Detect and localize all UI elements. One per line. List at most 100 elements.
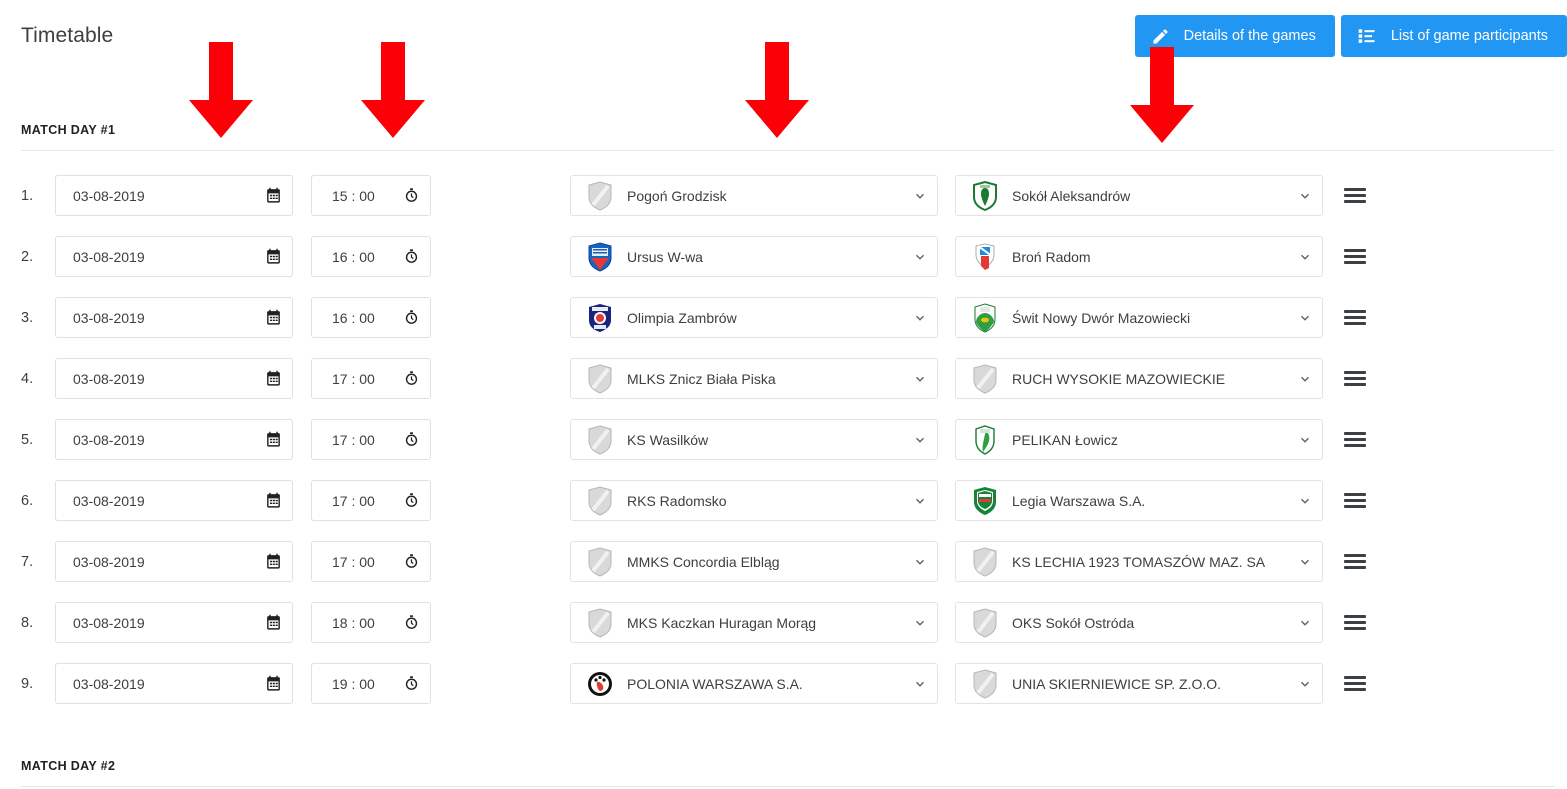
- calendar-icon[interactable]: [254, 431, 292, 448]
- time-value: 17 : 00: [332, 370, 375, 387]
- clock-icon[interactable]: [392, 309, 430, 326]
- clock-icon[interactable]: [392, 553, 430, 570]
- date-field[interactable]: 03-08-2019: [55, 663, 293, 704]
- away-team-select[interactable]: Sokół Aleksandrów: [955, 175, 1323, 216]
- time-value: 17 : 00: [332, 553, 375, 570]
- clock-icon[interactable]: [392, 431, 430, 448]
- list-of-game-participants-button[interactable]: List of game participants: [1340, 15, 1567, 57]
- clock-icon[interactable]: [392, 187, 430, 204]
- page-header: Timetable Details of the games: [0, 0, 1567, 72]
- team-crest-icon: [966, 363, 1004, 395]
- date-field[interactable]: 03-08-2019: [55, 480, 293, 521]
- home-team-select[interactable]: RKS Radomsko: [570, 480, 938, 521]
- date-field[interactable]: 03-08-2019: [55, 236, 293, 277]
- chevron-down-icon[interactable]: [903, 372, 937, 386]
- row-index: 5.: [21, 431, 34, 448]
- chevron-down-icon[interactable]: [1288, 372, 1322, 386]
- home-team-name: MKS Kaczkan Huragan Morąg: [627, 614, 817, 631]
- home-team-select[interactable]: MKS Kaczkan Huragan Morąg: [570, 602, 938, 643]
- time-field[interactable]: 17 : 00: [311, 480, 431, 521]
- away-team-select[interactable]: Broń Radom: [955, 236, 1323, 277]
- time-field[interactable]: 16 : 00: [311, 236, 431, 277]
- calendar-icon[interactable]: [254, 492, 292, 509]
- home-team-select[interactable]: POLONIA WARSZAWA S.A.: [570, 663, 938, 704]
- drag-handle-icon[interactable]: [1344, 676, 1366, 691]
- drag-handle-icon[interactable]: [1344, 554, 1366, 569]
- home-team-select[interactable]: Pogoń Grodzisk: [570, 175, 938, 216]
- away-team-select[interactable]: PELIKAN Łowicz: [955, 419, 1323, 460]
- chevron-down-icon[interactable]: [1288, 189, 1322, 203]
- chevron-down-icon[interactable]: [903, 555, 937, 569]
- time-field[interactable]: 17 : 00: [311, 358, 431, 399]
- drag-handle-icon[interactable]: [1344, 371, 1366, 386]
- date-value: 03-08-2019: [73, 248, 145, 265]
- time-field[interactable]: 18 : 00: [311, 602, 431, 643]
- clock-icon[interactable]: [392, 614, 430, 631]
- date-field[interactable]: 03-08-2019: [55, 175, 293, 216]
- date-field[interactable]: 03-08-2019: [55, 419, 293, 460]
- away-team-select[interactable]: KS LECHIA 1923 TOMASZÓW MAZ. SA: [955, 541, 1323, 582]
- calendar-icon[interactable]: [254, 553, 292, 570]
- time-field[interactable]: 15 : 00: [311, 175, 431, 216]
- home-team-select[interactable]: KS Wasilków: [570, 419, 938, 460]
- date-field[interactable]: 03-08-2019: [55, 358, 293, 399]
- chevron-down-icon[interactable]: [903, 494, 937, 508]
- time-field[interactable]: 17 : 00: [311, 541, 431, 582]
- calendar-icon[interactable]: [254, 614, 292, 631]
- clock-icon[interactable]: [392, 248, 430, 265]
- drag-handle-icon[interactable]: [1344, 493, 1366, 508]
- time-value: 17 : 00: [332, 431, 375, 448]
- drag-handle-icon[interactable]: [1344, 310, 1366, 325]
- table-row: 1. 03-08-2019 15 : 00 Pogoń Grodzisk: [0, 165, 1567, 226]
- date-field[interactable]: 03-08-2019: [55, 297, 293, 338]
- time-field[interactable]: 19 : 00: [311, 663, 431, 704]
- clock-icon[interactable]: [392, 492, 430, 509]
- chevron-down-icon[interactable]: [903, 250, 937, 264]
- calendar-icon[interactable]: [254, 187, 292, 204]
- chevron-down-icon[interactable]: [1288, 433, 1322, 447]
- time-value: 18 : 00: [332, 614, 375, 631]
- calendar-icon[interactable]: [254, 309, 292, 326]
- chevron-down-icon[interactable]: [1288, 677, 1322, 691]
- date-value: 03-08-2019: [73, 187, 145, 204]
- drag-handle-icon[interactable]: [1344, 432, 1366, 447]
- clock-icon[interactable]: [392, 370, 430, 387]
- chevron-down-icon[interactable]: [1288, 311, 1322, 325]
- time-field[interactable]: 17 : 00: [311, 419, 431, 460]
- drag-handle-icon[interactable]: [1344, 188, 1366, 203]
- chevron-down-icon[interactable]: [903, 677, 937, 691]
- drag-handle-icon[interactable]: [1344, 249, 1366, 264]
- chevron-down-icon[interactable]: [903, 433, 937, 447]
- home-team-select[interactable]: Ursus W-wa: [570, 236, 938, 277]
- calendar-icon[interactable]: [254, 248, 292, 265]
- calendar-icon[interactable]: [254, 370, 292, 387]
- chevron-down-icon[interactable]: [1288, 555, 1322, 569]
- home-team-select[interactable]: Olimpia Zambrów: [570, 297, 938, 338]
- chevron-down-icon[interactable]: [903, 311, 937, 325]
- away-team-select[interactable]: RUCH WYSOKIE MAZOWIECKIE: [955, 358, 1323, 399]
- home-team-select[interactable]: MLKS Znicz Biała Piska: [570, 358, 938, 399]
- chevron-down-icon[interactable]: [903, 616, 937, 630]
- away-team-select[interactable]: Świt Nowy Dwór Mazowiecki: [955, 297, 1323, 338]
- away-team-select[interactable]: Legia Warszawa S.A.: [955, 480, 1323, 521]
- date-field[interactable]: 03-08-2019: [55, 541, 293, 582]
- date-field[interactable]: 03-08-2019: [55, 602, 293, 643]
- chevron-down-icon[interactable]: [1288, 616, 1322, 630]
- away-team-select[interactable]: UNIA SKIERNIEWICE SP. Z.O.O.: [955, 663, 1323, 704]
- chevron-down-icon[interactable]: [1288, 494, 1322, 508]
- home-team-select[interactable]: MMKS Concordia Elbląg: [570, 541, 938, 582]
- team-crest-icon: [966, 302, 1004, 334]
- chevron-down-icon[interactable]: [1288, 250, 1322, 264]
- date-value: 03-08-2019: [73, 431, 145, 448]
- team-crest-icon: [581, 668, 619, 700]
- chevron-down-icon[interactable]: [903, 189, 937, 203]
- clock-icon[interactable]: [392, 675, 430, 692]
- time-field[interactable]: 16 : 00: [311, 297, 431, 338]
- details-of-the-games-label: Details of the games: [1183, 28, 1316, 44]
- timetable-rows: 1. 03-08-2019 15 : 00 Pogoń Grodzisk: [0, 165, 1567, 714]
- details-of-the-games-button[interactable]: Details of the games: [1134, 15, 1335, 57]
- calendar-icon[interactable]: [254, 675, 292, 692]
- drag-handle-icon[interactable]: [1344, 615, 1366, 630]
- away-team-select[interactable]: OKS Sokół Ostróda: [955, 602, 1323, 643]
- team-crest-icon: [966, 241, 1004, 273]
